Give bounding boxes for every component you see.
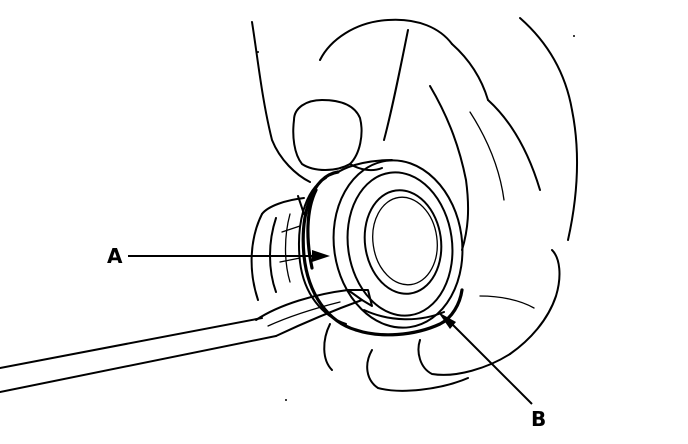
hub-housing <box>250 195 305 301</box>
lower-hand <box>323 249 561 392</box>
callout-leaders <box>128 250 533 405</box>
back-hand-outline <box>251 17 578 251</box>
arrowhead-b-icon <box>438 312 456 329</box>
screwdriver <box>0 289 373 393</box>
scan-specks <box>257 35 575 401</box>
callout-label-a: A <box>107 244 123 268</box>
callout-label-b: B <box>531 407 547 431</box>
arrowhead-a-icon <box>312 250 330 262</box>
thumb <box>292 99 383 172</box>
bearing-race <box>332 159 464 337</box>
